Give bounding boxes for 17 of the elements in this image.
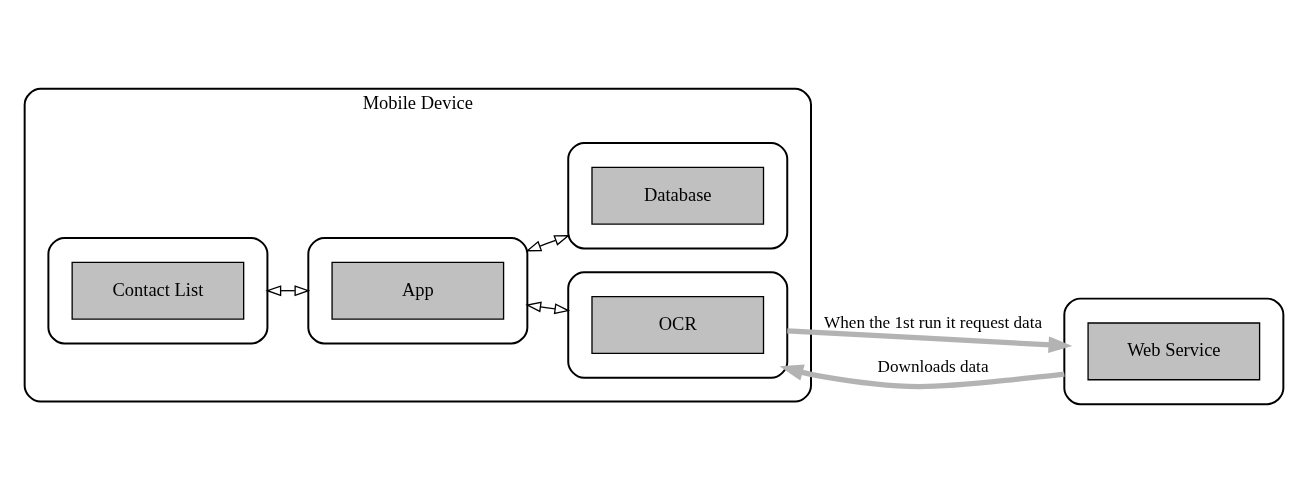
arrow xyxy=(265,285,311,297)
node-box: App xyxy=(331,261,505,320)
edge-label: Downloads data xyxy=(877,356,989,376)
arrow xyxy=(787,328,1073,354)
node-box: Contact List xyxy=(71,261,245,320)
node-box: Web Service xyxy=(1087,322,1261,381)
arrow xyxy=(525,301,571,315)
cluster xyxy=(307,236,529,345)
arrow xyxy=(525,234,571,252)
node-box: OCR xyxy=(591,295,765,355)
edge-label: When the 1st run it request data xyxy=(824,313,1043,333)
cluster xyxy=(567,141,789,250)
cluster xyxy=(47,236,269,345)
cluster xyxy=(567,271,789,379)
cluster xyxy=(1063,297,1285,406)
node-box: Database xyxy=(591,166,765,225)
arrow xyxy=(779,364,1065,390)
